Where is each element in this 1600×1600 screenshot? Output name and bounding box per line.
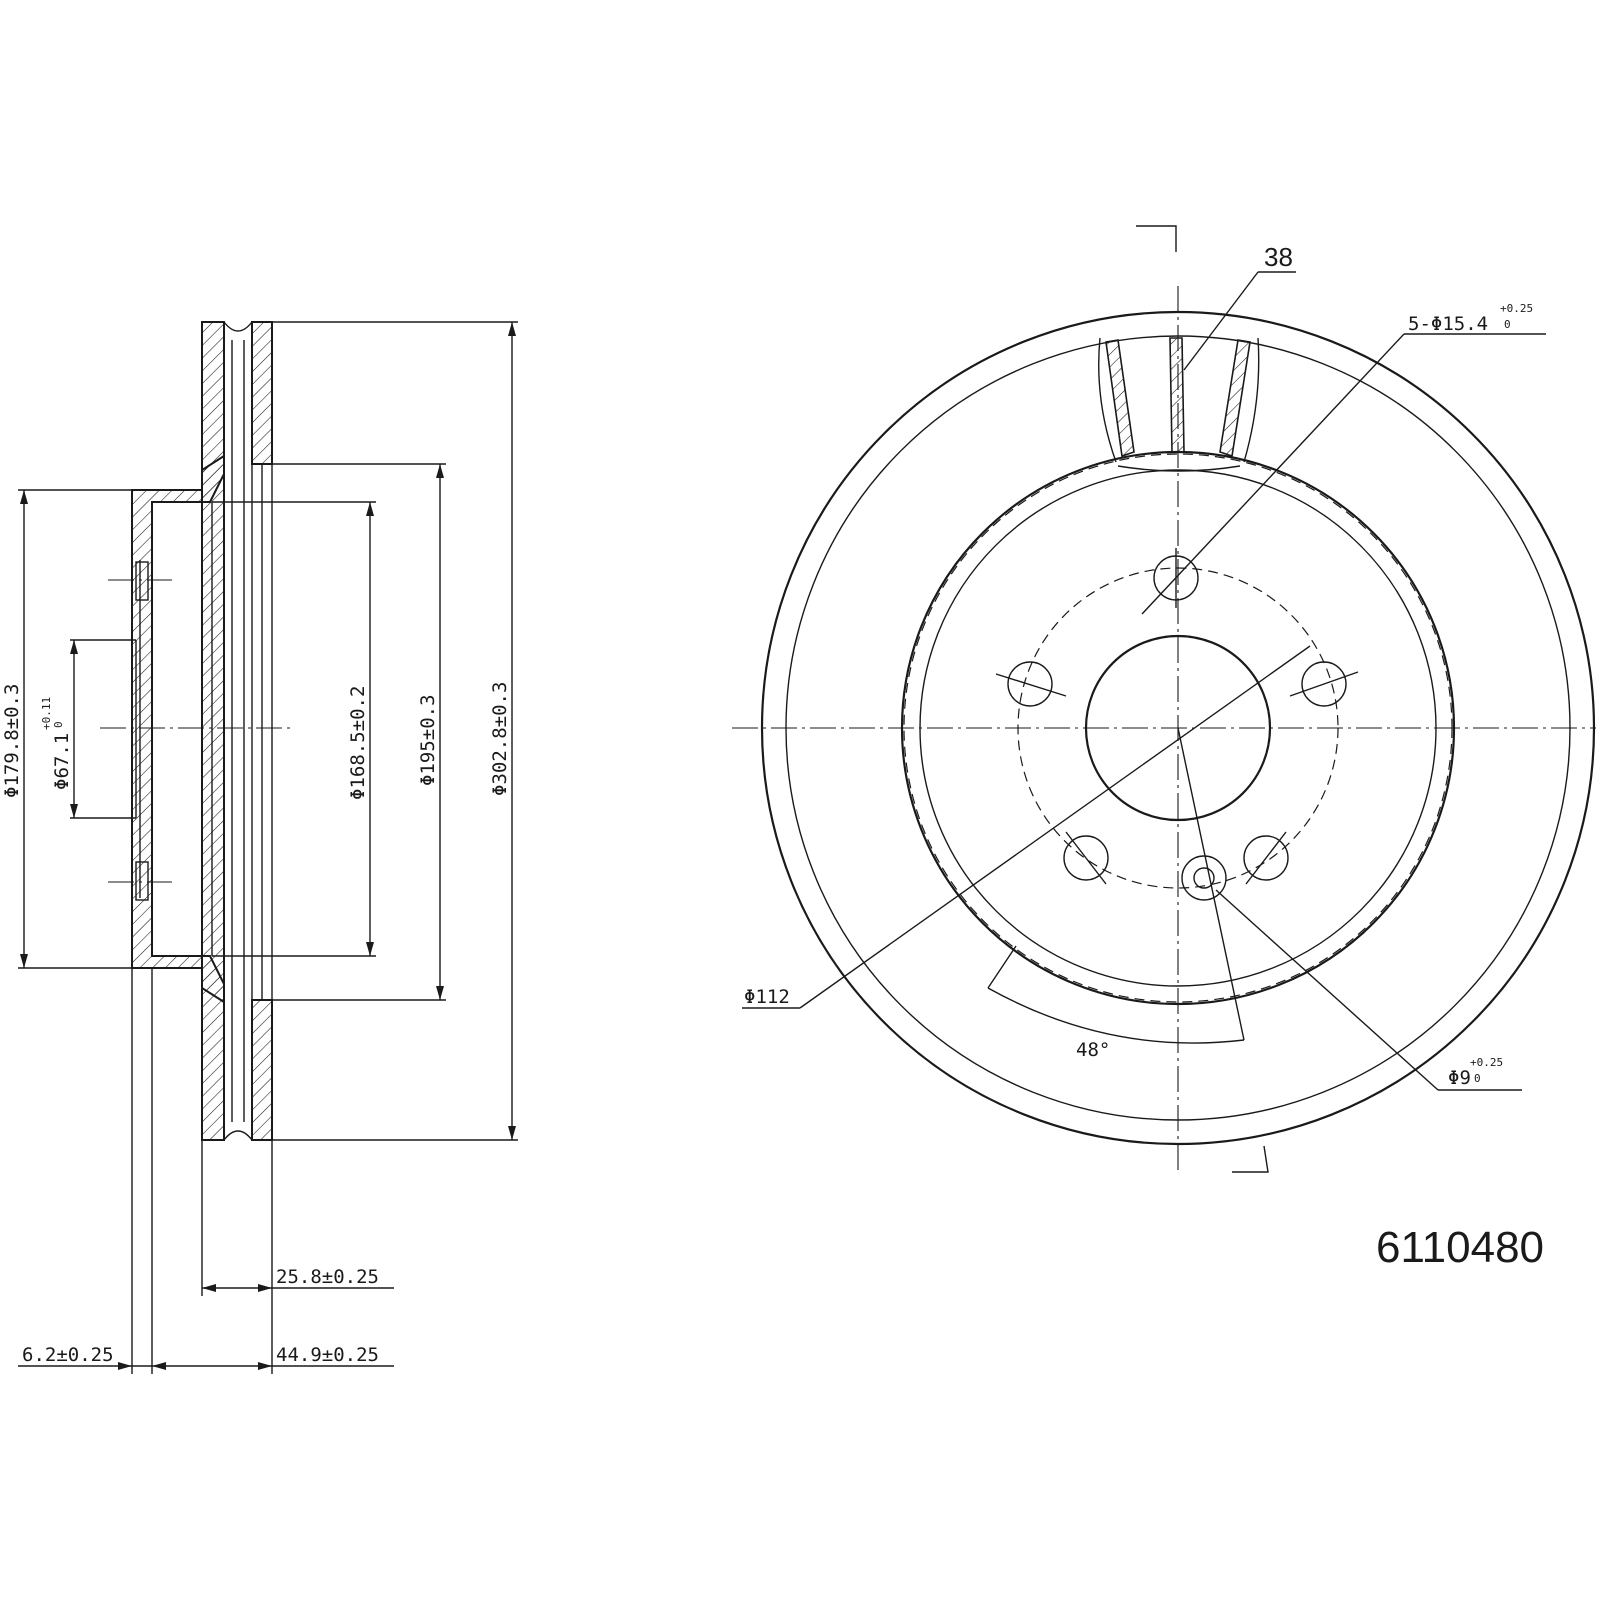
dim-pin-hole-tol-upper: +0.25: [1470, 1056, 1503, 1069]
dim-angle: 48°: [1076, 1039, 1110, 1061]
hat-section: [131, 454, 225, 1004]
dim-pin-hole: Φ9: [1448, 1067, 1471, 1089]
side-section-view: Φ302.8±0.3 Φ195±0.3 Φ168.5±0.2 Φ179.8±0.…: [1, 321, 518, 1374]
pin-hole: [1193, 867, 1215, 889]
disc-outer-edge: [760, 310, 1596, 1146]
dim-pin-hole-tol-lower: 0: [1474, 1072, 1481, 1085]
bolt-holes: [995, 548, 1359, 885]
dim-hat-thickness: 6.2±0.25: [22, 1344, 114, 1366]
dim-vane-count: 38: [1264, 242, 1293, 272]
friction-ring-left: [201, 321, 225, 1141]
dim-bolt-circle: Φ112: [744, 986, 790, 1008]
cooling-vanes: [1098, 337, 1260, 472]
dim-bolt-holes-tol-upper: +0.25: [1500, 302, 1533, 315]
dim-hat-outer-diameter: Φ179.8±0.3: [1, 684, 23, 798]
dim-thickness: 25.8±0.25: [276, 1266, 379, 1288]
dim-hat-inner-diameter: Φ168.5±0.2: [347, 686, 369, 800]
dim-outer-diameter: Φ302.8±0.3: [489, 682, 511, 796]
dim-total-height: 44.9±0.25: [276, 1344, 379, 1366]
dim-bolt-holes: 5-Φ15.4: [1408, 313, 1488, 335]
dim-bolt-holes-tol-lower: 0: [1504, 318, 1511, 331]
dim-center-bore-tol-lower: 0: [52, 721, 65, 728]
dim-vent-diameter: Φ195±0.3: [417, 694, 439, 786]
friction-ring-right-lower: [251, 999, 273, 1141]
part-number: 6110480: [1376, 1223, 1544, 1272]
center-bore: [1084, 634, 1272, 822]
pin-hole-outer: [1181, 855, 1227, 901]
dim-center-bore: Φ67.1: [51, 733, 73, 790]
front-view: 38 5-Φ15.4 +0.25 0 Φ112 48° Φ9 +0.25 0: [732, 225, 1596, 1173]
friction-ring-right-upper: [251, 321, 273, 465]
dim-center-bore-tol-upper: +0.11: [40, 697, 53, 730]
